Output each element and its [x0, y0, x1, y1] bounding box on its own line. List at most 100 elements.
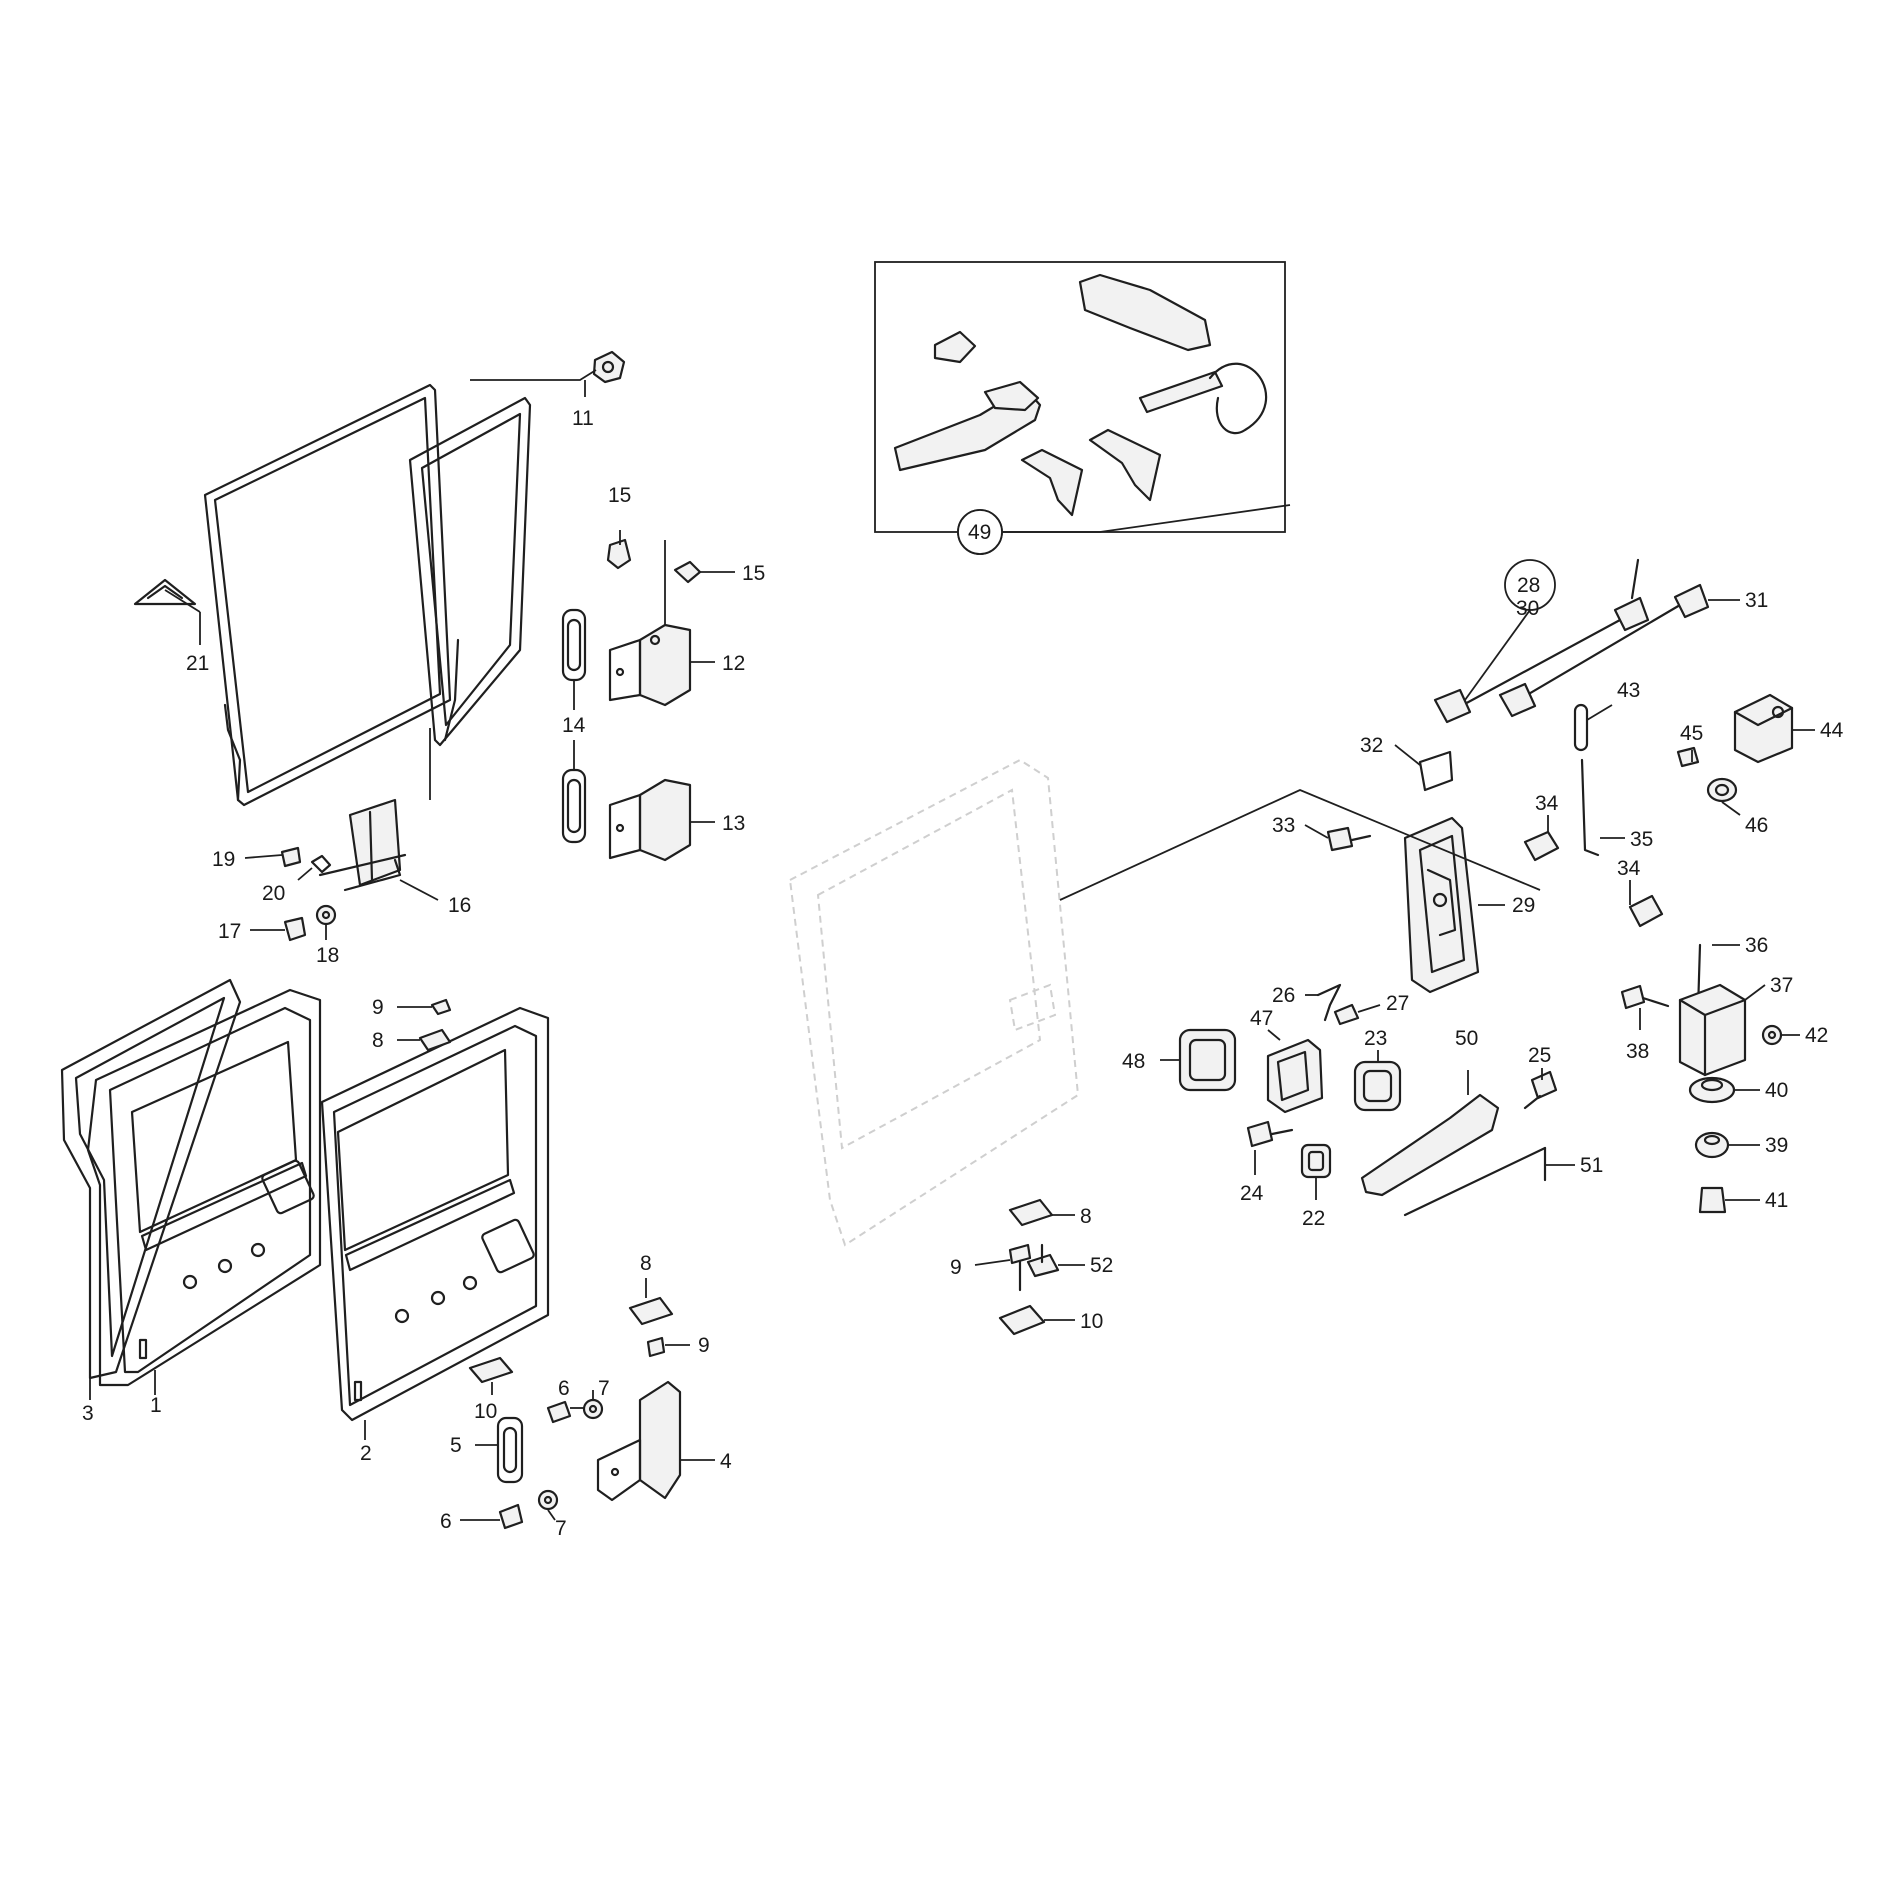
callout-35: 35 [1630, 828, 1653, 851]
callout-15a: 15 [608, 484, 631, 507]
callout-27: 27 [1386, 992, 1409, 1015]
callout-ring-49 [957, 509, 1003, 555]
door-seal-part-3 [60, 978, 242, 1380]
callout-29: 29 [1512, 894, 1535, 917]
callout-42: 42 [1805, 1024, 1828, 1047]
callout-6a: 6 [558, 1377, 570, 1400]
callout-10b: 10 [1080, 1310, 1103, 1333]
callout-21: 21 [186, 652, 209, 675]
callout-11: 11 [572, 407, 594, 430]
callout-31: 31 [1745, 589, 1768, 612]
callout-52: 52 [1090, 1254, 1113, 1277]
callout-14: 14 [562, 714, 586, 737]
bolt-part-52 [1026, 1243, 1060, 1278]
screw-part-38 [1620, 984, 1670, 1010]
ghost-door-outline [788, 758, 1080, 1247]
callout-43: 43 [1617, 679, 1640, 702]
callout-12: 12 [722, 652, 745, 675]
door-seal-right [408, 396, 532, 747]
screw-part-19 [280, 846, 302, 868]
callout-7b: 7 [555, 1517, 567, 1540]
callout-8b: 8 [640, 1252, 652, 1275]
screw-part-33 [1326, 826, 1372, 852]
callout-22: 22 [1302, 1207, 1325, 1230]
callout-2: 2 [360, 1442, 372, 1465]
callout-51: 51 [1580, 1154, 1603, 1177]
callout-36: 36 [1745, 934, 1768, 957]
bracket-part-34-b [1628, 894, 1664, 928]
callout-37: 37 [1770, 974, 1793, 997]
callout-9a: 9 [372, 996, 384, 1019]
callout-28: 28 [1517, 574, 1540, 597]
plate-part-10-b [998, 1304, 1046, 1336]
grommet-part-40 [1688, 1076, 1736, 1104]
callout-18: 18 [316, 944, 339, 967]
callout-26: 26 [1272, 984, 1295, 1007]
plate-part-8-c [1008, 1198, 1054, 1227]
cable-part-30 [1433, 558, 1650, 724]
screw-part-9-c [1008, 1243, 1032, 1292]
callout-9c: 9 [950, 1256, 962, 1279]
washer-part-7-a [582, 1398, 604, 1420]
callout-10a: 10 [474, 1400, 497, 1423]
callout-23: 23 [1364, 1027, 1387, 1050]
callout-13: 13 [722, 812, 745, 835]
screw-part-9-b [646, 1336, 666, 1358]
callout-5: 5 [450, 1434, 462, 1457]
grommet-part-39 [1694, 1131, 1730, 1159]
screw-part-45 [1676, 746, 1700, 768]
callout-8c: 8 [1080, 1205, 1092, 1228]
bracket-part-34-a [1523, 830, 1560, 862]
callout-16: 16 [448, 894, 471, 917]
callout-3: 3 [82, 1402, 94, 1425]
clip-part-20 [310, 854, 332, 874]
washer-part-7-b [537, 1489, 559, 1511]
door-seal-left [203, 383, 452, 807]
washer-part-42 [1761, 1024, 1783, 1046]
pin-part-43 [1573, 703, 1589, 752]
callout-19: 19 [212, 848, 235, 871]
bolt-part-15-b [673, 560, 702, 584]
callout-20: 20 [262, 882, 285, 905]
callout-46: 46 [1745, 814, 1768, 837]
left-rear-door-part-1 [86, 988, 322, 1387]
lock-housing-part-44 [1733, 693, 1794, 764]
screw-part-9-a [430, 998, 452, 1016]
bolt-part-6-b [498, 1503, 524, 1530]
callout-34a: 34 [1535, 792, 1559, 815]
handle-part-50 [1360, 1093, 1500, 1197]
plate-part-8-b [628, 1296, 674, 1326]
callout-38: 38 [1626, 1040, 1649, 1063]
grommet-part-41 [1698, 1186, 1727, 1214]
callout-6b: 6 [440, 1510, 452, 1533]
bolt-part-25 [1523, 1070, 1558, 1110]
cable-part-31 [1498, 583, 1710, 718]
clip-part-32 [1418, 750, 1454, 792]
bolt-part-17 [283, 916, 307, 942]
hinge-part-4 [596, 1380, 682, 1502]
hinge-pin-part-5 [496, 1416, 524, 1484]
actuator-part-37 [1678, 983, 1747, 1077]
callout-49: 49 [968, 521, 991, 544]
check-strap-part-16 [318, 798, 407, 892]
callout-ring-28 [1504, 559, 1556, 611]
bolt-part-24 [1246, 1120, 1294, 1148]
clip-part-27 [1333, 1003, 1360, 1026]
callout-24: 24 [1240, 1182, 1264, 1205]
callout-48: 48 [1122, 1050, 1145, 1073]
callout-44: 44 [1820, 719, 1844, 742]
clip-part-21 [133, 578, 197, 606]
callout-15b: 15 [742, 562, 765, 585]
callout-47: 47 [1250, 1007, 1273, 1030]
callout-32: 32 [1360, 734, 1383, 757]
handle-bracket-part-47 [1266, 1038, 1324, 1114]
bolt-part-6-a [546, 1400, 572, 1424]
rod-part-51 [1403, 1146, 1547, 1217]
cylinder-part-46 [1706, 777, 1738, 803]
washer-part-18 [315, 904, 337, 926]
callout-8a: 8 [372, 1029, 384, 1052]
callout-40: 40 [1765, 1079, 1788, 1102]
callout-25: 25 [1528, 1044, 1551, 1067]
plate-part-10-a [468, 1356, 514, 1384]
clip-part-11 [592, 350, 626, 384]
